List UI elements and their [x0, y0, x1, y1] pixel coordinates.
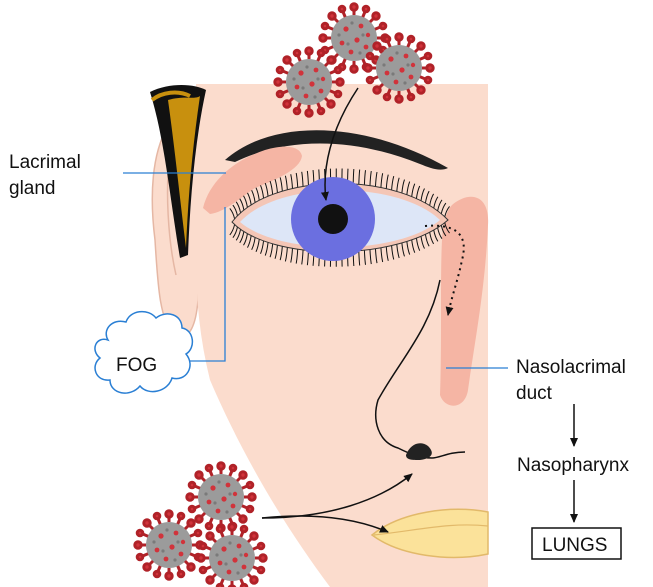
nasolacrimal-duct-label-line2: duct [516, 383, 553, 404]
fog-label: FOG [116, 355, 157, 376]
lacrimal-gland-label-line2: gland [9, 178, 56, 199]
pupil [318, 204, 348, 234]
lungs-label: LUNGS [542, 535, 607, 556]
cloud-icon [95, 312, 192, 394]
virus-icon [275, 48, 343, 116]
nasolacrimal-duct-label-line1: Nasolacrimal [516, 357, 626, 378]
nasopharynx-label: Nasopharynx [517, 455, 629, 476]
eyelash [353, 169, 354, 184]
virus-icon [187, 463, 255, 531]
virus-icon [135, 511, 203, 579]
virus-icon [365, 34, 433, 102]
virus-icon [198, 524, 266, 587]
lacrimal-gland-label-line1: Lacrimal [9, 152, 81, 173]
